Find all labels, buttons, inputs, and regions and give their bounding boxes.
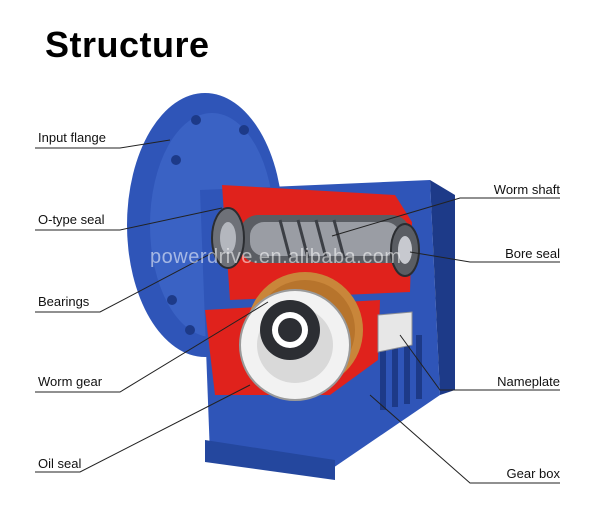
label-gear-box: Gear box: [506, 466, 560, 481]
diagram-title: Structure: [45, 24, 210, 65]
leader-gear-box: [369, 394, 560, 484]
label-input-flange: Input flange: [38, 130, 106, 145]
leader-bearings: [35, 251, 215, 313]
label-bore-seal: Bore seal: [505, 246, 560, 261]
leader-o-type-seal: [35, 207, 223, 231]
label-o-type-seal: O-type seal: [38, 212, 105, 227]
label-worm-shaft: Worm shaft: [493, 182, 560, 197]
leader-oil-seal: [35, 384, 251, 473]
leader-lines: [35, 139, 560, 484]
leader-nameplate: [399, 334, 560, 391]
leader-worm-gear: [35, 301, 269, 393]
worm-gear-cutaway: [205, 272, 380, 401]
nameplate-part: [377, 311, 413, 353]
leader-input-flange: [35, 139, 171, 149]
leader-worm-shaft: [331, 197, 560, 237]
leader-bore-seal: [409, 251, 560, 263]
label-nameplate: Nameplate: [497, 374, 560, 389]
label-oil-seal: Oil seal: [38, 456, 82, 471]
label-worm-gear: Worm gear: [38, 374, 103, 389]
worm-shaft-cutaway: [211, 185, 420, 300]
watermark-text: powerdrive.en.alibaba.com: [150, 246, 402, 268]
label-bearings: Bearings: [38, 294, 90, 309]
